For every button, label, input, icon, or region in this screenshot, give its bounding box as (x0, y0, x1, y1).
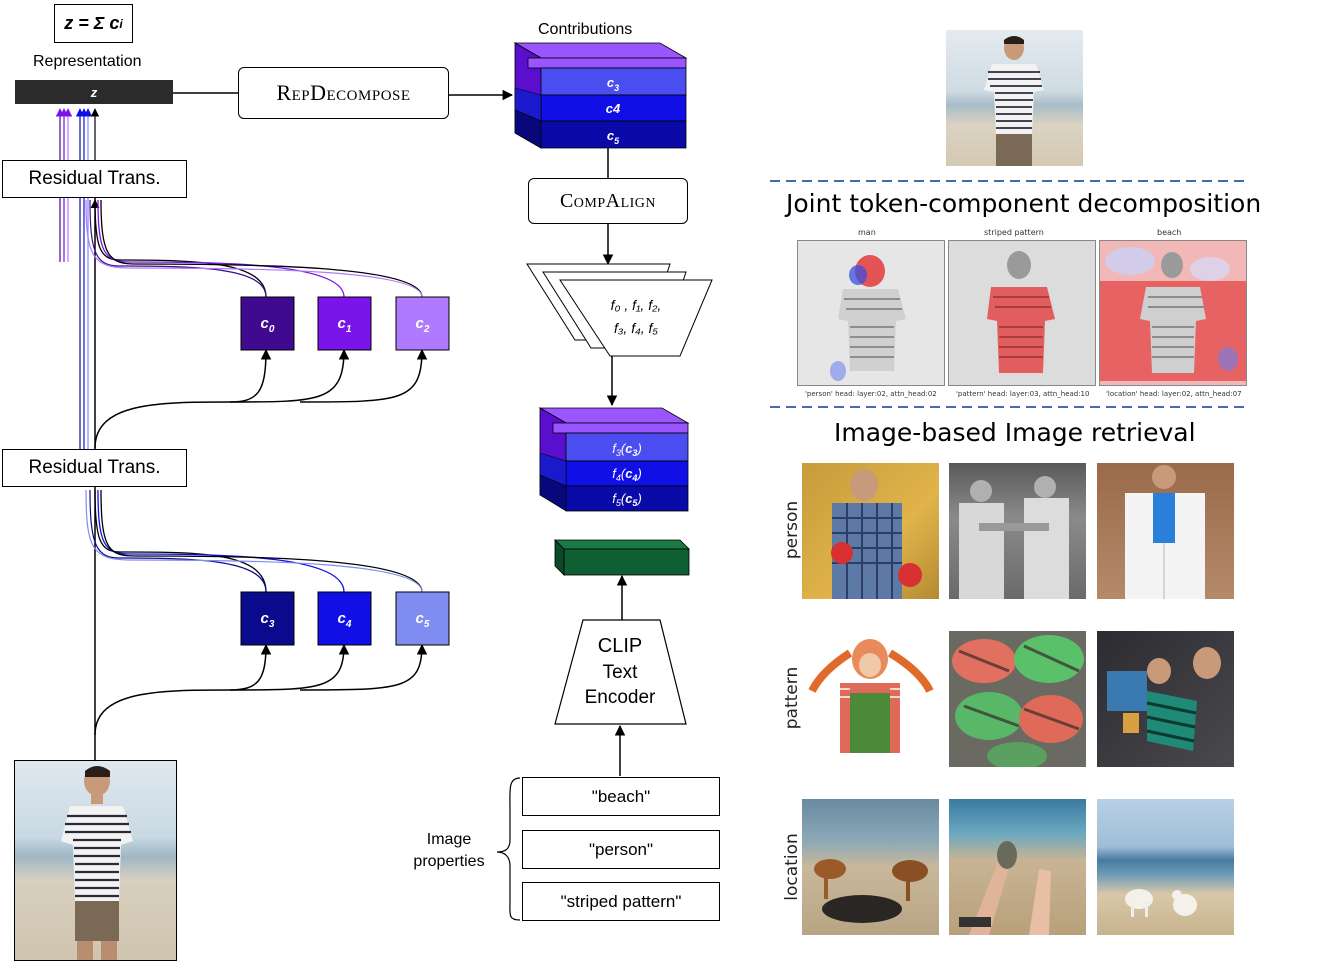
f-functions-stack: f₀ , f₁, f₂, f₃, f₄, f₅ (526, 263, 713, 357)
svg-text:f₃, f₄, f₅: f₃, f₄, f₅ (614, 320, 658, 336)
formula-subscript: i (119, 16, 123, 31)
svg-text:c3: c3 (607, 75, 619, 93)
svg-text:c3: c3 (261, 610, 275, 630)
c3-output-line (94, 489, 267, 593)
component-c0: c0 (240, 296, 295, 351)
image-properties-label-line1: Image (426, 831, 472, 848)
svg-text:Text: Text (603, 662, 639, 683)
c2-output-line (100, 199, 423, 298)
retrieval-pattern-2 (949, 631, 1086, 767)
c0-output-line-2 (89, 199, 267, 298)
arrow-to-c5 (299, 643, 428, 691)
c3-output-line-2 (89, 489, 267, 593)
heatmap-title-beach: beach (1157, 228, 1182, 237)
heatmap-beach (1099, 240, 1247, 386)
property-person: "person" (522, 830, 720, 869)
arrow-to-c0 (94, 348, 272, 449)
c5-output-line-2 (85, 489, 423, 593)
heatmap-caption-pattern: 'pattern' head: layer:03, attn_head:10 (956, 390, 1090, 398)
heatmap-caption-person: 'person' head: layer:02, attn_head:02 (805, 390, 937, 398)
c1-output-line (97, 199, 345, 298)
svg-text:f₀ , f₁, f₂,: f₀ , f₁, f₂, (611, 297, 662, 313)
component-c2: c2 (395, 296, 450, 351)
component-c5: c5 (395, 591, 450, 646)
arrow-to-c3 (94, 643, 272, 736)
retrieval-title: Image-based Image retrieval (834, 418, 1196, 447)
retrieval-location-3 (1097, 799, 1234, 935)
svg-text:f5(c5): f5(c5) (612, 491, 642, 508)
svg-text:f4(c4): f4(c4) (612, 466, 642, 483)
arrow-to-c4 (229, 643, 350, 691)
c2-output-line-2 (85, 199, 423, 298)
retrieval-person-1 (802, 463, 939, 599)
c4-output-line (97, 489, 345, 593)
formula-text: z = Σ c (64, 13, 120, 33)
row-label-pattern: pattern (782, 666, 802, 730)
clip-text-encoder: CLIP Text Encoder (554, 619, 687, 725)
property-beach: "beach" (522, 777, 720, 816)
component-c3: c3 (240, 591, 295, 646)
svg-text:c5: c5 (416, 610, 430, 630)
properties-brace (496, 777, 521, 921)
c0-output-line (90, 199, 267, 298)
query-image (946, 30, 1083, 166)
input-image (14, 760, 177, 961)
svg-text:Encoder: Encoder (585, 687, 656, 708)
representation-bar (15, 80, 173, 104)
heatmap-title-striped-pattern: striped pattern (984, 228, 1044, 237)
svg-text:c4: c4 (338, 610, 352, 630)
svg-text:c5: c5 (607, 128, 620, 146)
retrieval-location-2 (949, 799, 1086, 935)
row-label-location: location (782, 833, 802, 901)
text-embedding-bar (554, 539, 690, 576)
compalign-box: CompAlign (528, 178, 688, 224)
z-label: z (90, 85, 98, 100)
svg-text:c1: c1 (338, 315, 352, 335)
residual-block-bottom: Residual Trans. (2, 449, 187, 487)
svg-text:c2: c2 (416, 315, 430, 335)
property-striped-pattern: "striped pattern" (522, 882, 720, 921)
c5-output-line (100, 489, 423, 593)
retrieval-pattern-3 (1097, 631, 1234, 767)
retrieval-location-1 (802, 799, 939, 935)
heatmap-title-man: man (858, 228, 876, 237)
arrow-to-c2 (299, 348, 428, 403)
svg-text:c0: c0 (261, 315, 275, 335)
arrow-to-c1 (229, 348, 350, 403)
representation-label: Representation (33, 53, 142, 70)
input-image-person-icon (61, 766, 133, 960)
residual-block-top: Residual Trans. (2, 160, 187, 198)
heatmap-caption-location: 'location' head: layer:02, attn_head:07 (1106, 390, 1242, 398)
repdecompose-box: RepDecompose (238, 67, 449, 119)
contributions-stack: c3 c4 c5 (513, 42, 688, 149)
heatmap-man (797, 240, 945, 386)
image-properties-label: Image properties (400, 829, 498, 873)
retrieval-person-3 (1097, 463, 1234, 599)
svg-text:CLIP: CLIP (598, 635, 642, 657)
component-c4: c4 (317, 591, 372, 646)
query-image-person-icon (984, 36, 1044, 166)
svg-text:c4: c4 (606, 101, 621, 116)
image-properties-label-line2: properties (413, 853, 485, 870)
component-c1: c1 (317, 296, 372, 351)
row-label-person: person (782, 500, 802, 560)
fc-stack: f3(c3) f4(c4) f5(c5) (538, 407, 690, 512)
joint-decomposition-title: Joint token-component decomposition (786, 189, 1262, 218)
heatmap-striped-pattern (948, 240, 1096, 386)
svg-text:f3(c3): f3(c3) (612, 441, 642, 458)
contributions-label: Contributions (538, 21, 633, 38)
retrieval-person-2 (949, 463, 1086, 599)
retrieval-pattern-1 (802, 631, 939, 767)
